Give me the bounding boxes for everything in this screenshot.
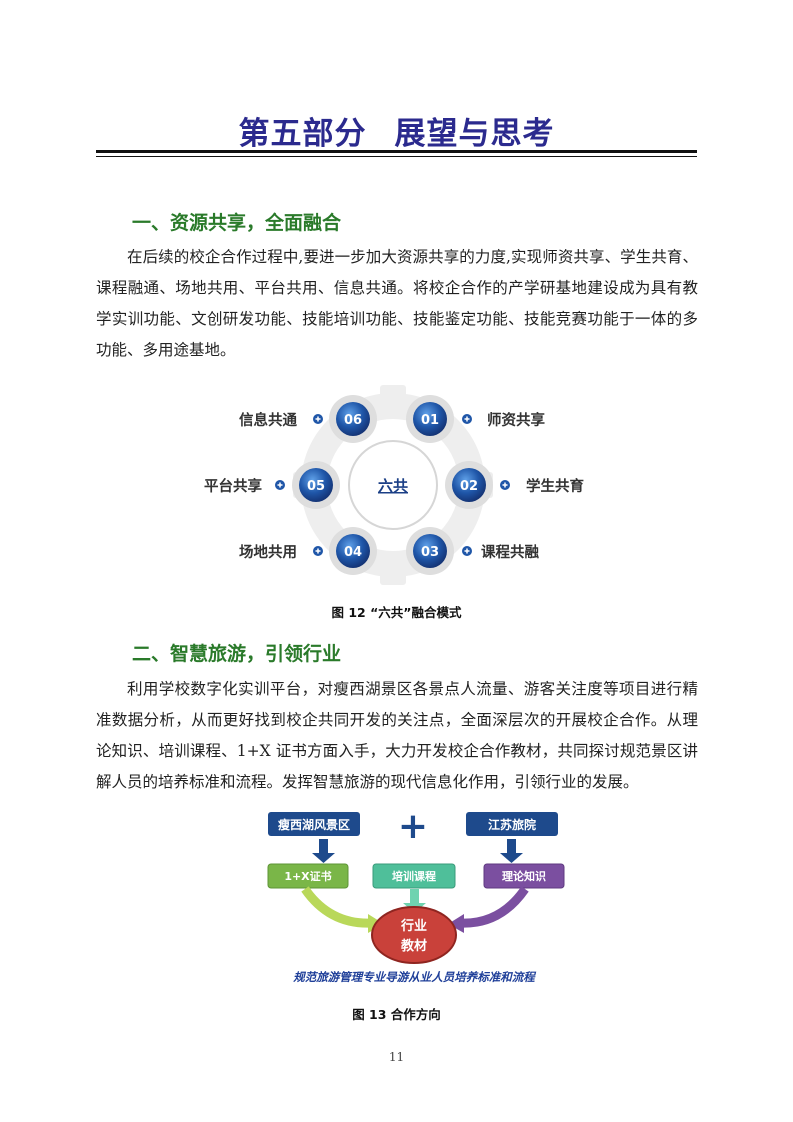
title-rule-thin [96, 156, 697, 157]
node-02: 02 [452, 468, 486, 502]
page-title-part1: 第五部分 [238, 116, 367, 152]
center-label: 六共 [378, 477, 408, 495]
node-05-number: 05 [307, 479, 325, 494]
box-theory-label: 理论知识 [502, 869, 546, 883]
industry-textbook-ellipse [371, 906, 457, 964]
figure13-caption: 图 13 合作方向 [352, 1007, 441, 1022]
label-05: 平台共享 [204, 477, 262, 495]
bottom-statement: 规范旅游管理专业导游从业人员培养标准和流程 [292, 970, 537, 984]
title-rule-thick [96, 150, 697, 153]
box-college [466, 812, 558, 836]
label-01: 师资共享 [487, 411, 545, 429]
box-training-course-label: 培训课程 [392, 869, 436, 883]
figure13-diagram: 瘦西湖风景区 + 江苏旅院 1+X证书 培训课程 理论知识 行业 教材 规范旅游… [267, 806, 565, 984]
figure12-diagram: 六共 06 01 05 02 04 03 [204, 385, 584, 585]
center-circle [348, 440, 438, 530]
node-02-number: 02 [460, 479, 478, 494]
node-06-number: 06 [344, 413, 362, 428]
box-scenic-area-label: 瘦西湖风景区 [278, 817, 350, 832]
plus-sign: + [398, 806, 428, 847]
node-03-number: 03 [421, 545, 439, 560]
box-theory [483, 863, 565, 889]
section1-paragraph: 在后续的校企合作过程中,要进一步加大资源共享的力度,实现师资共享、学生共育、课程… [96, 248, 698, 359]
node-06: 06 [336, 402, 370, 436]
label-04: 场地共用 [239, 543, 297, 561]
label-03: 课程共融 [481, 543, 539, 561]
arrow-left [301, 886, 373, 928]
box-1x-certificate-label: 1+X证书 [284, 869, 331, 883]
node-04-number: 04 [344, 545, 362, 560]
node-05: 05 [299, 468, 333, 502]
section2-paragraph: 利用学校数字化实训平台，对瘦西湖景区各景点人流量、游客关注度等项目进行精准数据分… [96, 680, 698, 791]
section2-heading: 二、智慧旅游，引领行业 [132, 643, 342, 665]
ellipse-line1: 行业 [400, 918, 427, 934]
node-04: 04 [336, 534, 370, 568]
down-arrows [312, 839, 523, 863]
figure12-caption: 图 12 “六共”融合模式 [331, 605, 462, 620]
box-college-label: 江苏旅院 [488, 817, 536, 832]
box-training-course [372, 863, 456, 889]
node-01: 01 [413, 402, 447, 436]
arrow-middle [410, 889, 419, 903]
section1-heading: 一、资源共享，全面融合 [132, 212, 342, 234]
node-01-number: 01 [421, 413, 439, 428]
label-02: 学生共育 [526, 477, 584, 495]
page-number: 11 [388, 1050, 405, 1064]
label-06: 信息共通 [239, 411, 297, 429]
ellipse-line2: 教材 [400, 938, 427, 954]
page-title: 第五部分展望与思考 [0, 108, 793, 153]
arrow-right [459, 886, 529, 928]
node-03: 03 [413, 534, 447, 568]
box-scenic-area [268, 812, 360, 836]
page-title-part2: 展望与思考 [394, 116, 555, 152]
